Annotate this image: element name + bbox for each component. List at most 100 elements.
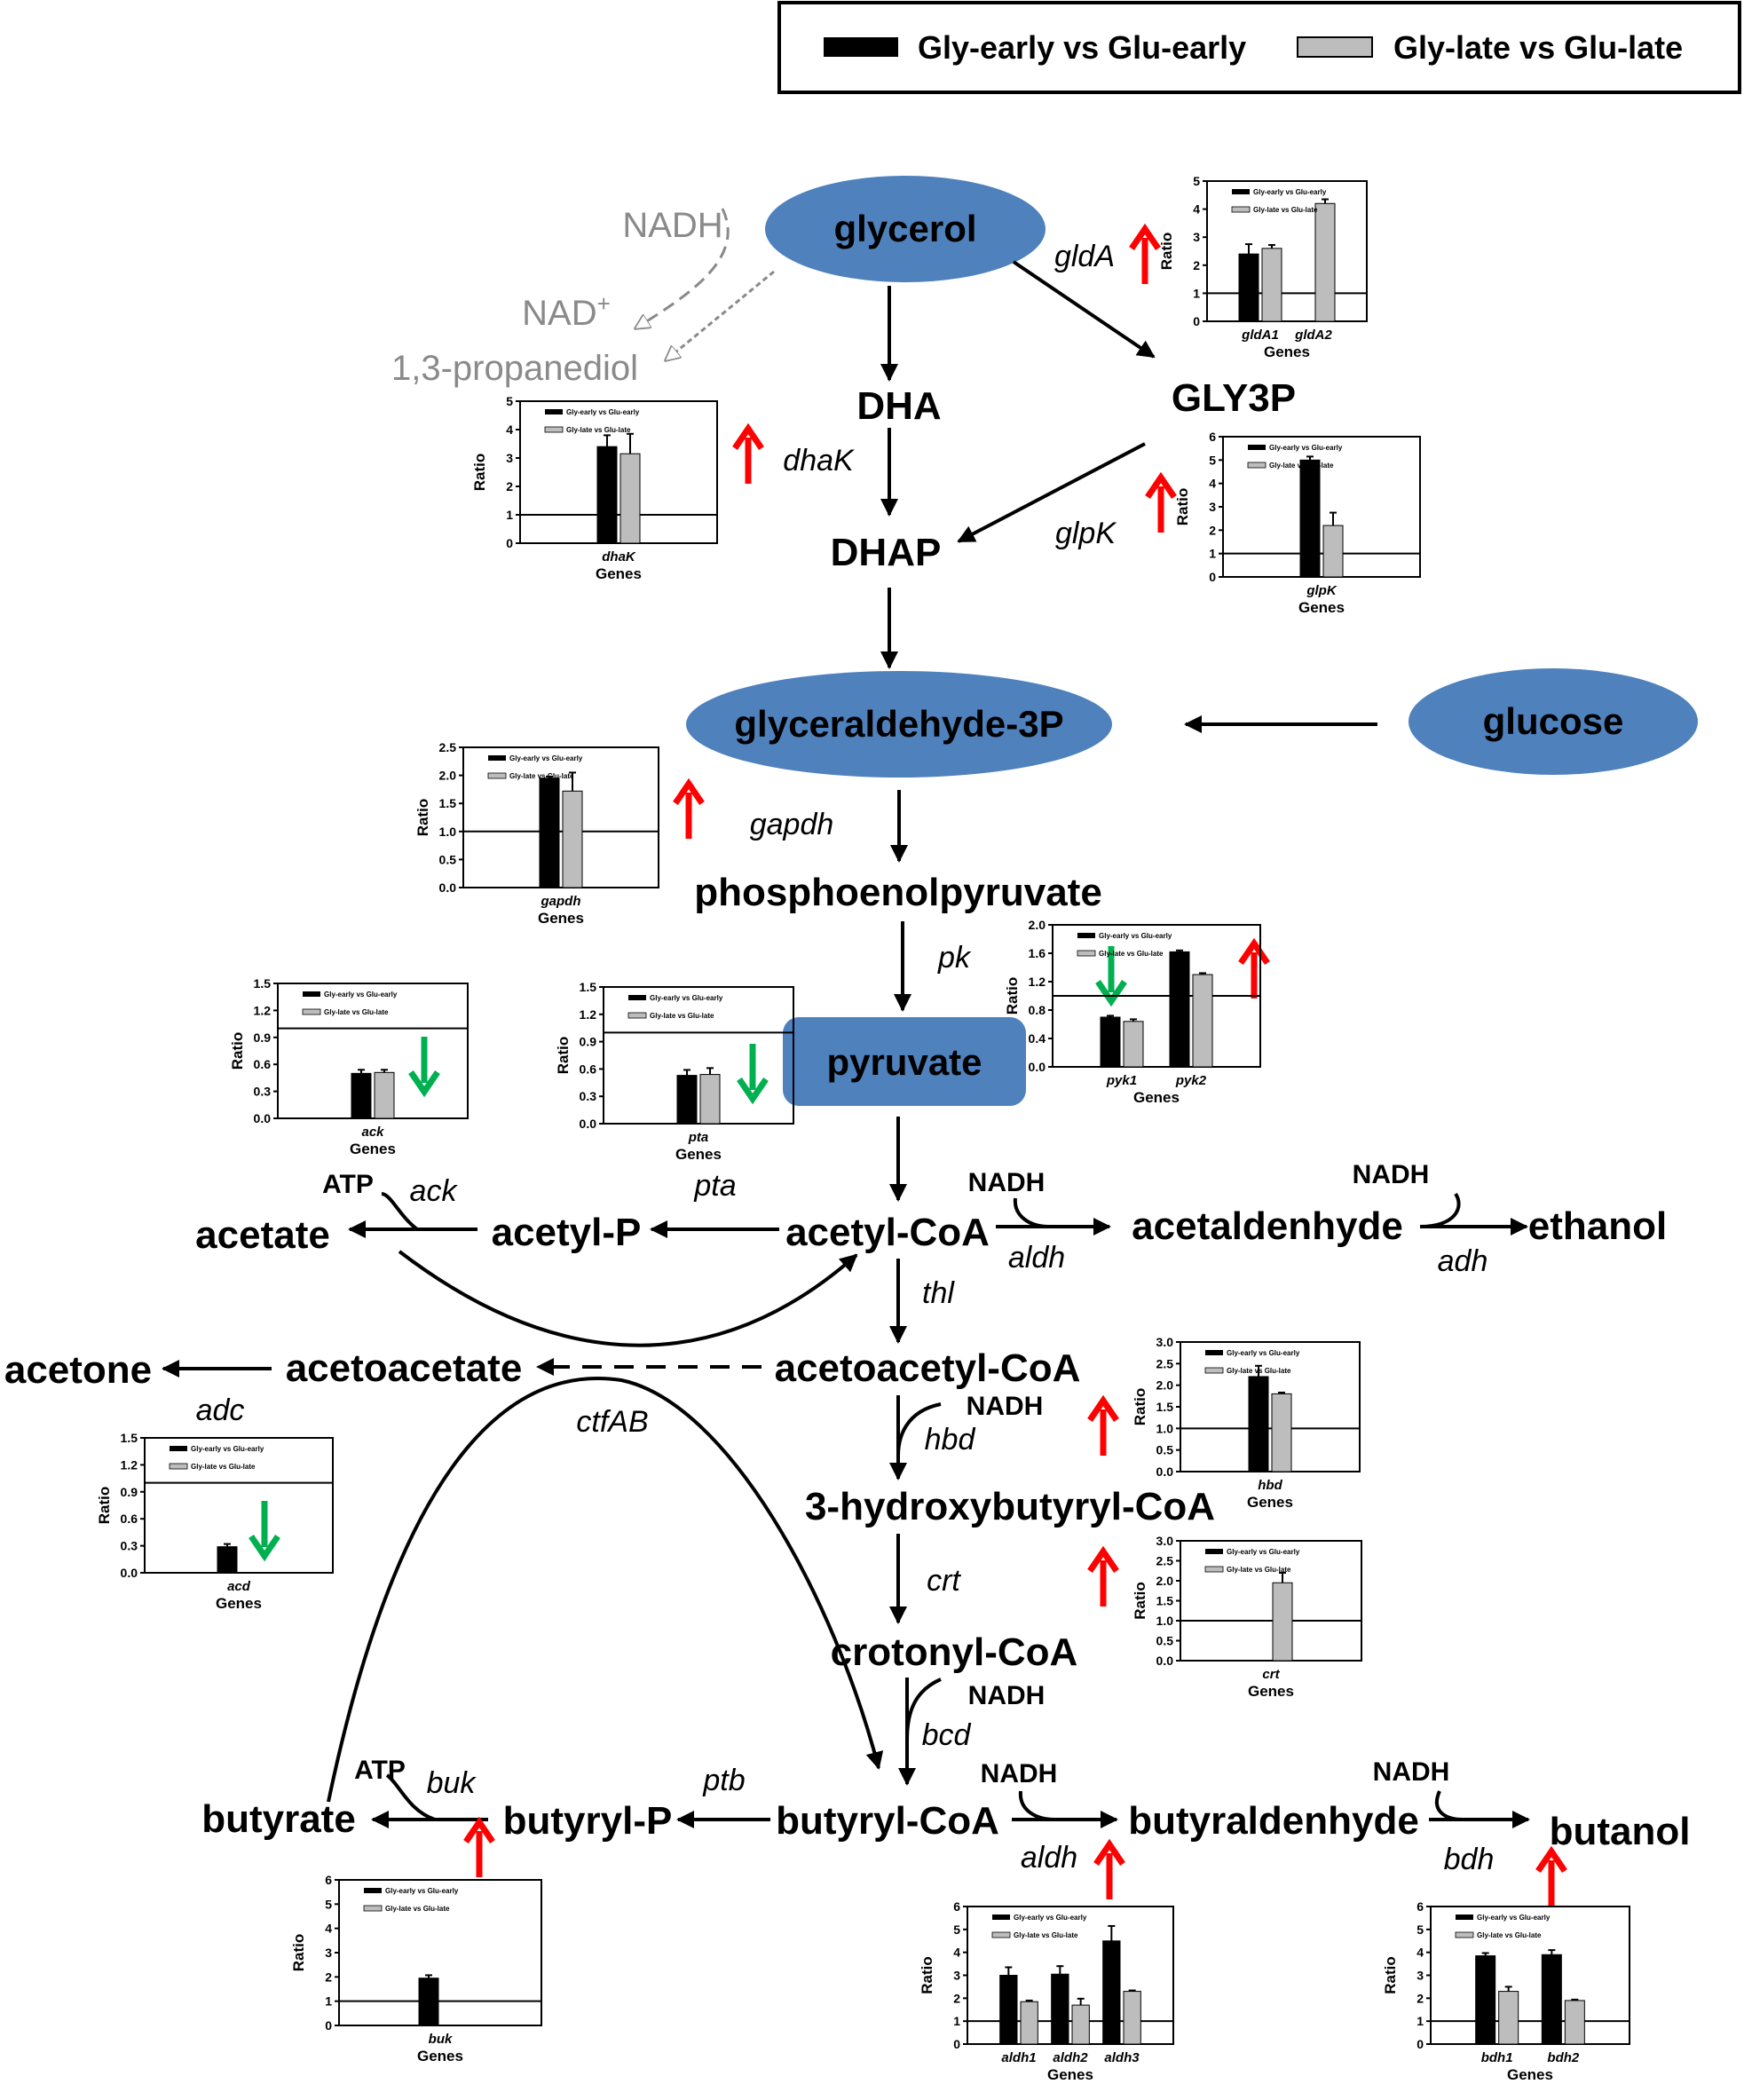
y-axis-label: Ratio xyxy=(1174,488,1191,526)
x-axis-label: Genes xyxy=(1047,2066,1093,2083)
up-arrow-icon xyxy=(1129,223,1161,284)
y-tick-label: 6 xyxy=(325,1873,332,1887)
nadh-label-bcd: NADH xyxy=(968,1681,1046,1710)
x-axis-label: Genes xyxy=(1507,2066,1553,2083)
y-tick-label: 0.0 xyxy=(439,880,457,895)
chart-frame xyxy=(1430,1906,1630,2045)
butyryl-coa-label: butyryl-CoA xyxy=(776,1799,999,1843)
nadh-label-aldh1: NADH xyxy=(968,1168,1046,1197)
acetoacetyl-coa-label: acetoacetyl-CoA xyxy=(775,1346,1081,1390)
gly3p-label: GLY3P xyxy=(1172,376,1296,420)
acetate-atp-arrow xyxy=(381,1192,419,1231)
mini-legend-early: Gly-early vs Glu-early xyxy=(1099,932,1172,940)
y-tick-label: 5 xyxy=(1209,453,1216,467)
y-tick-label: 0.0 xyxy=(1156,1654,1174,1668)
x-axis-label: Genes xyxy=(1298,599,1345,616)
y-axis-label: Ratio xyxy=(919,1956,935,1994)
propanediol-label: 1,3-propanediol xyxy=(391,349,638,388)
glycerol-propanediol-arrow xyxy=(666,270,775,360)
y-axis-label: Ratio xyxy=(96,1487,113,1525)
mini-chart-crt: 0.00.51.01.52.02.53.0RatiocrtGenesGly-ea… xyxy=(1132,1534,1362,1700)
y-tick-label: 1.5 xyxy=(580,980,597,994)
y-tick-label: 0 xyxy=(1209,570,1216,584)
y-tick-label: 1 xyxy=(953,2014,960,2028)
y-tick-label: 0.9 xyxy=(580,1035,597,1049)
up-arrow-icon xyxy=(1238,937,1270,999)
mini-legend-early: Gly-early vs Glu-early xyxy=(191,1445,264,1453)
down-arrow-icon xyxy=(1095,946,1127,1007)
y-tick-label: 1 xyxy=(506,508,513,522)
y-tick-label: 2.0 xyxy=(1156,1378,1174,1393)
bar-aldh-aldh2-late xyxy=(1071,2004,1090,2045)
y-axis-label: Ratio xyxy=(290,1934,307,1972)
x-axis-label: Genes xyxy=(1248,1683,1294,1700)
x-axis-label: Genes xyxy=(417,2048,463,2064)
y-tick-label: 2.0 xyxy=(439,769,457,783)
enzyme-pk: pk xyxy=(937,941,972,975)
bar-bdh-bdh2-late xyxy=(1564,2000,1585,2045)
bar-acd-acd-early xyxy=(217,1546,238,1574)
y-tick-label: 0.9 xyxy=(254,1030,272,1045)
bar-bdh-bdh1-early xyxy=(1475,1955,1496,2045)
x-tick-label: glpK xyxy=(1306,583,1337,598)
mini-legend-late: Gly-late vs Glu-late xyxy=(324,1008,389,1016)
y-axis-label: Ratio xyxy=(1382,1956,1399,1994)
y-axis-label: Ratio xyxy=(1004,977,1021,1015)
y-tick-label: 0.0 xyxy=(1029,1060,1046,1074)
y-tick-label: 1 xyxy=(1417,2014,1424,2028)
chart-frame xyxy=(603,986,794,1125)
y-tick-label: 0.5 xyxy=(1156,1443,1174,1457)
legend-label-late: Gly-late vs Glu-late xyxy=(1393,29,1683,66)
y-tick-label: 3 xyxy=(325,1946,332,1960)
y-tick-label: 0.4 xyxy=(1029,1031,1046,1046)
bar-gapdh-gapdh-early xyxy=(539,778,560,888)
x-axis-label: Genes xyxy=(350,1141,396,1157)
bar-dhak-dhaK-late xyxy=(619,453,641,544)
enzyme-crt: crt xyxy=(927,1564,961,1598)
glyceraldehyde-3p-label: glyceraldehyde-3P xyxy=(734,703,1063,745)
enzyme-bcd: bcd xyxy=(922,1718,972,1752)
y-tick-label: 4 xyxy=(506,422,513,437)
y-tick-label: 1.5 xyxy=(1156,1400,1174,1414)
bar-aldh-aldh1-early xyxy=(999,1975,1018,2045)
x-tick-label: aldh3 xyxy=(1104,2050,1140,2065)
up-arrow-icon xyxy=(1535,1845,1567,1907)
mini-chart-ack: 0.00.30.60.91.21.5RatioackGenesGly-early… xyxy=(229,976,469,1157)
mini-chart-hbd: 0.00.51.01.52.02.53.0RatiohbdGenesGly-ea… xyxy=(1132,1335,1361,1511)
y-tick-label: 6 xyxy=(1209,430,1216,444)
y-tick-label: 6 xyxy=(953,1899,960,1914)
hbd-nadh-curve xyxy=(896,1402,942,1457)
y-tick-label: 0.3 xyxy=(254,1085,272,1099)
y-tick-label: 0.6 xyxy=(580,1062,597,1076)
chart-frame xyxy=(519,400,718,544)
y-tick-label: 4 xyxy=(1417,1946,1424,1960)
ethanol-nadh-curve xyxy=(1419,1192,1461,1228)
glycerol-label: glycerol xyxy=(833,208,976,249)
y-tick-label: 0.3 xyxy=(580,1089,597,1103)
y-tick-label: 0.8 xyxy=(1029,1003,1046,1017)
y-tick-label: 6 xyxy=(1417,1899,1424,1914)
nadh-label-glycerol: NADH xyxy=(622,206,722,245)
x-axis-label: Genes xyxy=(596,565,642,582)
ctfab-curve xyxy=(327,1377,884,1803)
chart-frame xyxy=(967,1906,1174,2045)
up-arrow-icon xyxy=(1145,471,1177,533)
atp-label-acetate: ATP xyxy=(322,1170,374,1199)
legend-label-early: Gly-early vs Glu-early xyxy=(918,29,1246,66)
y-tick-label: 3.0 xyxy=(1156,1534,1174,1548)
mini-chart-gapdh: 0.00.51.01.52.02.5RatiogapdhGenesGly-ear… xyxy=(414,740,659,927)
y-tick-label: 0 xyxy=(1193,314,1200,328)
y-tick-label: 1.6 xyxy=(1029,946,1046,960)
mini-legend-late: Gly-late vs Glu-late xyxy=(1227,1367,1291,1375)
enzyme-aldh-1: aldh xyxy=(1008,1241,1065,1275)
y-tick-label: 1.2 xyxy=(1029,975,1046,989)
